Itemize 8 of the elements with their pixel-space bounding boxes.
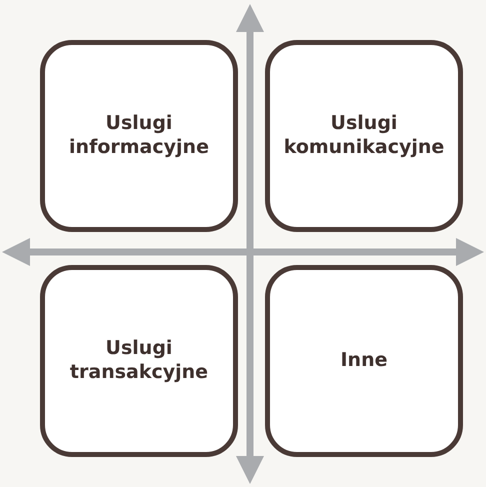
- box-label: Uslugi transakcyjne: [68, 337, 210, 385]
- rounded-box: [265, 40, 463, 232]
- box-label: Uslugi komunikacyjne: [282, 112, 446, 160]
- rounded-box: [40, 40, 238, 232]
- rounded-box: [265, 265, 463, 457]
- rounded-box: [40, 265, 238, 457]
- box-label: Inne: [339, 349, 388, 373]
- box-label: Uslugi informacyjne: [68, 112, 210, 160]
